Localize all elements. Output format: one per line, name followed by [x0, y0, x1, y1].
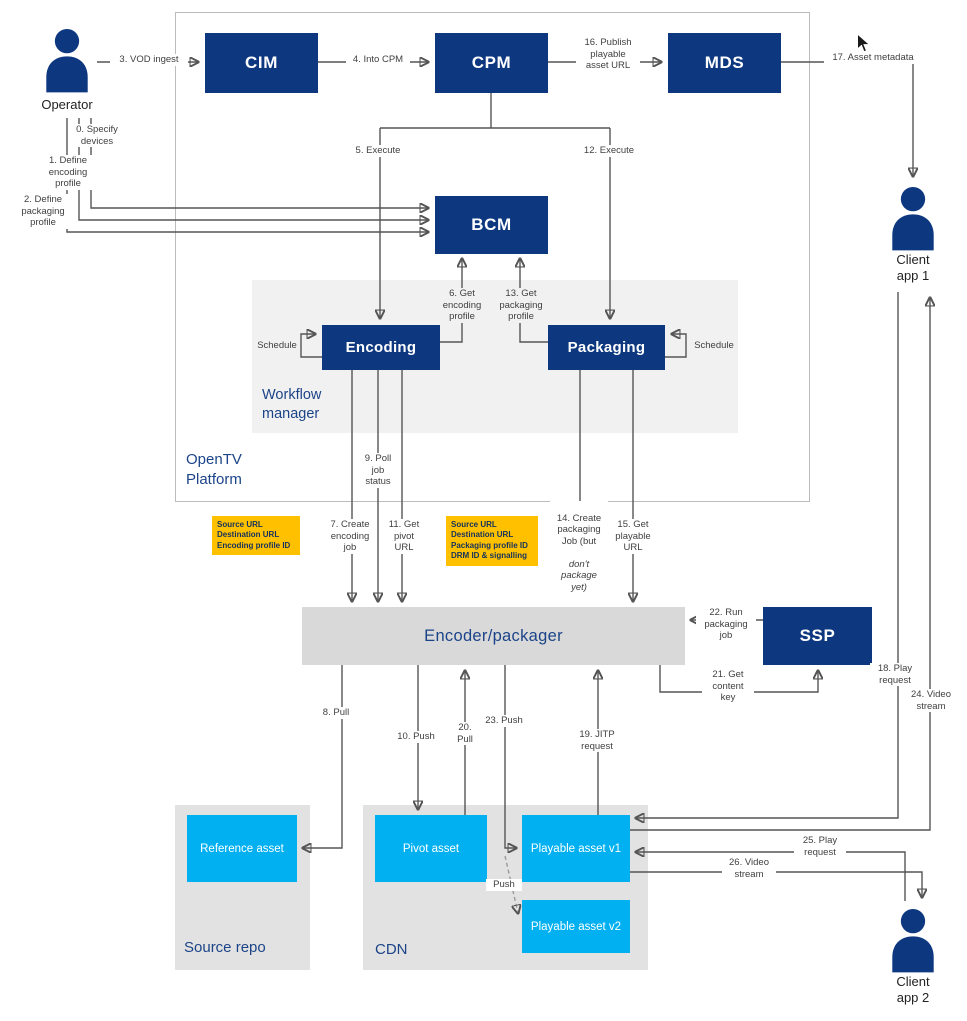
node-pivot-asset: Pivot asset: [375, 815, 487, 882]
node-reference-asset: Reference asset: [187, 815, 297, 882]
edge-label-10: 10. Push: [392, 731, 440, 743]
node-bcm: BCM: [435, 196, 548, 254]
edge-get-encoding-profile: [440, 259, 462, 343]
opentv-platform-label: OpenTV Platform: [186, 451, 242, 488]
node-encoding: Encoding: [322, 325, 440, 370]
edge-label-19: 19. JITP request: [572, 729, 622, 753]
edge-play-request-1: [636, 292, 899, 818]
client-app-2-icon: [886, 906, 940, 979]
edge-cpm-split: [380, 93, 610, 129]
encoder-packager-label: Encoder/packager: [424, 626, 563, 645]
node-playable-asset-v2: Playable asset v2: [522, 900, 630, 953]
encoding-job-note: Source URL Destination URL Encoding prof…: [212, 516, 300, 556]
node-packaging: Packaging: [548, 325, 665, 370]
edge-label-2: 2. Define packaging profile: [14, 194, 72, 229]
edge-label-schedule-packaging: Schedule: [690, 340, 738, 352]
playable-asset-v2-label: Playable asset v2: [530, 920, 622, 933]
edge-label-16: 16. Publish playable asset URL: [576, 37, 640, 72]
node-packaging-label: Packaging: [567, 339, 646, 356]
node-cpm-label: CPM: [471, 53, 512, 72]
edge-label-8: 8. Pull: [314, 707, 358, 719]
edge-schedule-packaging: [665, 334, 687, 358]
client-app-1-icon: [886, 184, 940, 257]
node-cpm: CPM: [435, 33, 548, 93]
edge-label-21: 21. Get content key: [702, 669, 754, 704]
edge-label-22: 22. Run packaging job: [696, 607, 756, 642]
reference-asset-label: Reference asset: [200, 842, 284, 855]
operator-label: Operator: [41, 97, 93, 112]
mouse-cursor: [856, 32, 872, 60]
edge-schedule-encoding: [300, 334, 322, 358]
edge-label-14-italic: don't package yet): [561, 558, 597, 594]
node-playable-asset-v1: Playable asset v1: [522, 815, 630, 882]
edge-label-14-normal: 14. Create packaging Job (but: [556, 512, 602, 547]
edge-label-12: 12. Execute: [578, 145, 640, 157]
edge-label-0: 0. Specify devices: [68, 124, 126, 148]
node-bcm-label: BCM: [471, 215, 512, 234]
edge-label-1: 1. Define encoding profile: [40, 155, 96, 190]
edge-label-15: 15. Get playable URL: [608, 519, 658, 554]
edge-label-23: 23. Push: [480, 715, 528, 727]
edge-label-13: 13. Get packaging profile: [494, 288, 548, 323]
node-mds-label: MDS: [704, 53, 745, 72]
edge-label-push-dashed: Push: [486, 879, 522, 891]
node-ssp-label: SSP: [799, 626, 836, 645]
edge-label-24: 24. Video stream: [906, 689, 956, 713]
edge-push-playable-v1: [504, 665, 516, 848]
edge-label-25: 25. Play request: [794, 835, 846, 859]
workflow-manager-label: Workflow manager: [262, 387, 322, 422]
playable-asset-v1-label: Playable asset v1: [530, 842, 622, 855]
edge-define-encoding-profile: [78, 118, 428, 220]
encoder-packager-box: Encoder/packager: [302, 607, 685, 665]
edge-label-20: 20. Pull: [448, 722, 482, 746]
client-app-2-label: Client app 2: [896, 974, 930, 1006]
edge-video-stream-2: [630, 871, 922, 897]
edge-get-packaging-profile: [520, 259, 548, 343]
edge-label-17: 17. Asset metadata: [824, 52, 922, 64]
node-ssp: SSP: [763, 607, 872, 665]
edge-video-stream-1: [630, 298, 930, 831]
node-mds: MDS: [668, 33, 781, 93]
edge-label-9: 9. Poll job status: [356, 453, 400, 488]
edge-specify-devices: [90, 118, 428, 208]
opentv-platform-container: [175, 12, 810, 502]
node-encoding-label: Encoding: [345, 339, 417, 356]
operator-icon: [40, 26, 94, 99]
edge-label-18: 18. Play request: [870, 663, 920, 687]
edge-label-5: 5. Execute: [348, 145, 408, 157]
source-repo-label: Source repo: [184, 939, 266, 956]
edge-label-6: 6. Get encoding profile: [436, 288, 488, 323]
node-cim-label: CIM: [245, 53, 278, 72]
edge-pull-reference: [303, 665, 343, 848]
edge-label-26: 26. Video stream: [722, 857, 776, 881]
packaging-job-note: Source URL Destination URL Packaging pro…: [446, 516, 538, 566]
edge-label-3: 3. VOD ingest: [110, 54, 188, 66]
node-cim: CIM: [205, 33, 318, 93]
edge-play-request-2: [636, 852, 906, 901]
client-app-1-label: Client app 1: [896, 252, 930, 284]
edge-label-4: 4. Into CPM: [346, 54, 410, 66]
edge-label-11: 11. Get pivot URL: [382, 519, 426, 554]
cdn-label: CDN: [375, 941, 408, 958]
edge-label-schedule-encoding: Schedule: [254, 340, 300, 352]
pivot-asset-label: Pivot asset: [402, 842, 460, 855]
edge-label-7: 7. Create encoding job: [324, 519, 376, 554]
edge-asset-metadata: [781, 61, 913, 176]
edge-label-14: 14. Create packaging Job (but don't pack…: [550, 501, 608, 606]
